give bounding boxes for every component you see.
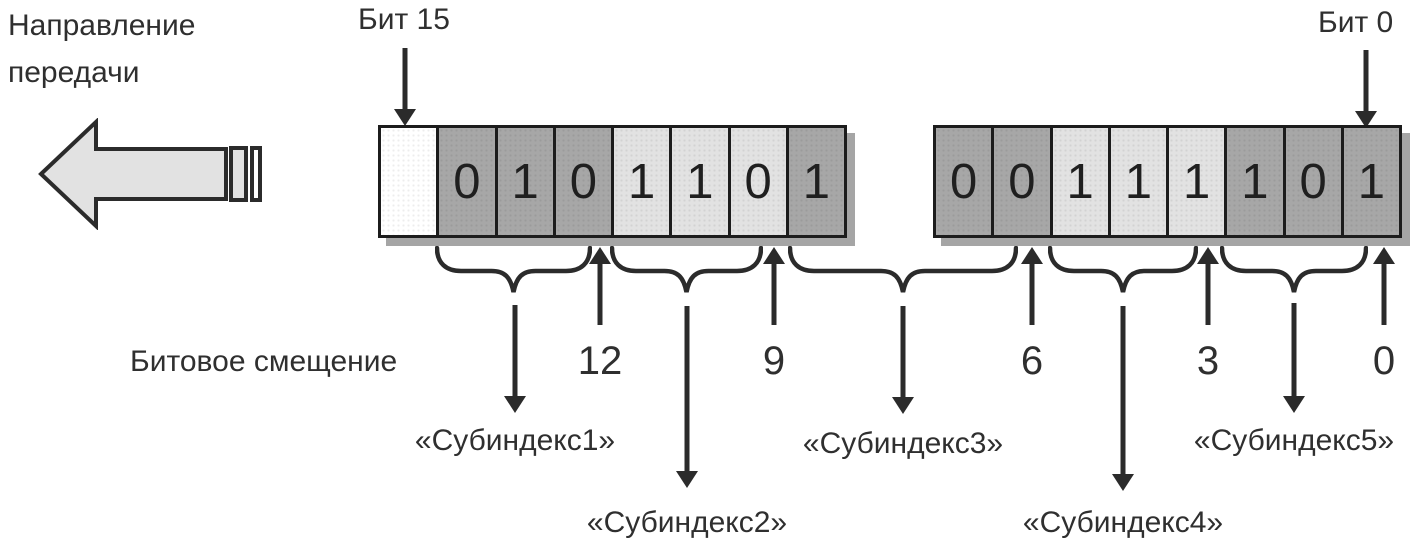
brace-subindex5 bbox=[1220, 246, 1368, 293]
offset-3-arrow-icon bbox=[1197, 247, 1219, 325]
subindex1-arrow-icon bbox=[504, 305, 526, 413]
subindex5-arrow-icon bbox=[1283, 303, 1305, 413]
brace-subindex3 bbox=[788, 246, 1018, 293]
subindex1-label: «Субиндекс1» bbox=[414, 424, 616, 457]
bit-cell: 0 bbox=[991, 128, 1050, 235]
bit-cell: 1 bbox=[785, 128, 844, 235]
subindex3-label: «Субиндекс3» bbox=[802, 427, 1004, 460]
offset-value-0: 0 bbox=[1372, 339, 1396, 383]
transmission-left-arrow-icon bbox=[38, 118, 262, 230]
subindex3-arrow-icon bbox=[892, 306, 914, 414]
subindex2-label: «Субиндекс2» bbox=[586, 506, 788, 539]
subindex5-label: «Субиндекс5» bbox=[1193, 424, 1395, 457]
bit0-label: Бит 0 bbox=[1318, 6, 1394, 39]
bit15-label: Бит 15 bbox=[358, 3, 450, 36]
bit-cell: 0 bbox=[1282, 128, 1341, 235]
bit-cell: 1 bbox=[1107, 128, 1166, 235]
bit0-pointer-arrow-icon bbox=[1355, 50, 1377, 128]
brace-subindex1 bbox=[435, 246, 592, 293]
byte-block-low: 0 0 1 1 1 1 0 1 bbox=[933, 125, 1402, 238]
bit-cell: 0 bbox=[436, 128, 495, 235]
brace-subindex4 bbox=[1048, 246, 1198, 293]
bit-offset-label: Битовое смещение bbox=[130, 345, 398, 378]
bit-cell: 0 bbox=[936, 128, 992, 235]
offset-value-6: 6 bbox=[1020, 339, 1044, 383]
bit-cell: 1 bbox=[494, 128, 553, 235]
bit-cell: 0 bbox=[727, 128, 786, 235]
subindex2-arrow-icon bbox=[676, 306, 698, 488]
bit-cell: 1 bbox=[669, 128, 728, 235]
subindex4-label: «Субиндекс4» bbox=[1022, 506, 1224, 539]
offset-value-9: 9 bbox=[762, 339, 786, 383]
offset-0-arrow-icon bbox=[1373, 247, 1395, 325]
bit-cell: 1 bbox=[611, 128, 670, 235]
bit-cell: 0 bbox=[552, 128, 611, 235]
bit15-pointer-arrow-icon bbox=[394, 48, 416, 126]
bit-cell: 1 bbox=[1166, 128, 1225, 235]
offset-value-3: 3 bbox=[1196, 339, 1220, 383]
offset-6-arrow-icon bbox=[1021, 247, 1043, 325]
bit-cell: 1 bbox=[1340, 128, 1399, 235]
transmission-direction-label: Направление передачи bbox=[8, 9, 196, 89]
offset-12-arrow-icon bbox=[589, 247, 611, 325]
offset-value-12: 12 bbox=[577, 339, 623, 383]
byte-block-high: 0 1 0 1 1 0 1 bbox=[378, 125, 847, 238]
bit-cell: 1 bbox=[1049, 128, 1108, 235]
offset-9-arrow-icon bbox=[763, 247, 785, 325]
subindex4-arrow-icon bbox=[1112, 306, 1134, 491]
brace-subindex2 bbox=[610, 246, 763, 293]
bit-cell: 1 bbox=[1224, 128, 1283, 235]
bit-cell bbox=[381, 128, 437, 235]
